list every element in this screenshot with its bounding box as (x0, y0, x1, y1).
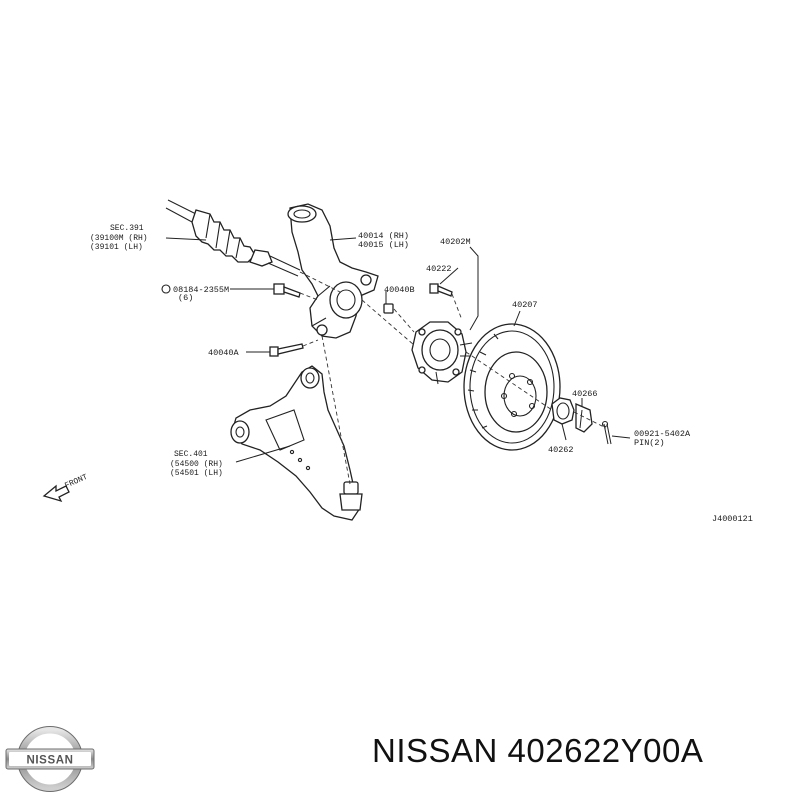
callout-40222: 40222 (426, 264, 452, 274)
callout-sec391-2: (39100M (RH) (90, 234, 148, 243)
callout-40014-40015-2: 40015 (LH) (358, 240, 409, 250)
cap-40266 (575, 403, 593, 433)
leader-lines (165, 237, 631, 463)
assembly-guide-lines (299, 271, 607, 485)
cotter-pin (601, 420, 612, 445)
bolt-40222 (429, 283, 453, 297)
callout-40266: 40266 (572, 389, 598, 399)
callout-sec391-1: SEC.391 (110, 224, 144, 233)
callout-40040A: 40040A (208, 348, 240, 358)
brand-footer: NISSAN NISSAN 402622Y00A (0, 718, 800, 800)
nut-40040B (383, 303, 394, 314)
hub-nut-40262 (551, 397, 575, 425)
callout-sec401-1: SEC.401 (174, 450, 208, 459)
callout-40207: 40207 (512, 300, 538, 310)
nissan-logo: NISSAN (5, 726, 95, 792)
svg-text:NISSAN: NISSAN (26, 755, 73, 767)
front-label: FRONT (64, 473, 90, 491)
lower-control-arm (230, 365, 361, 521)
callout-sec401-2: (54500 (RH) (170, 460, 223, 469)
callout-08184-qty: (6) (178, 293, 193, 303)
callout-sec391-3: (39101 (LH) (90, 243, 143, 252)
callout-08184-2355M: 08184-2355M (173, 285, 229, 295)
part-number-caption: NISSAN 402622Y00A (372, 732, 704, 769)
circled-b-symbol (161, 284, 171, 294)
callout-40040B: 40040B (384, 285, 415, 295)
front-arrow-icon (42, 484, 70, 503)
callout-40262: 40262 (548, 445, 574, 455)
diagram-reference-code: J4000121 (712, 514, 753, 524)
callout-40202M: 40202M (440, 237, 471, 247)
bolt-08184-2355M (273, 283, 301, 298)
callout-pin-1: 00921-5402A (634, 429, 691, 439)
brake-rotor (463, 323, 561, 451)
callout-sec401-3: (54501 (LH) (170, 469, 223, 478)
bolt-40040A (269, 343, 304, 357)
callout-40014-40015-1: 40014 (RH) (358, 231, 409, 241)
wheel-hub-assembly (411, 321, 473, 385)
drive-shaft (165, 199, 301, 277)
steering-knuckle (287, 203, 379, 339)
callout-pin-2: PIN(2) (634, 438, 665, 448)
ball-joint (339, 481, 363, 511)
